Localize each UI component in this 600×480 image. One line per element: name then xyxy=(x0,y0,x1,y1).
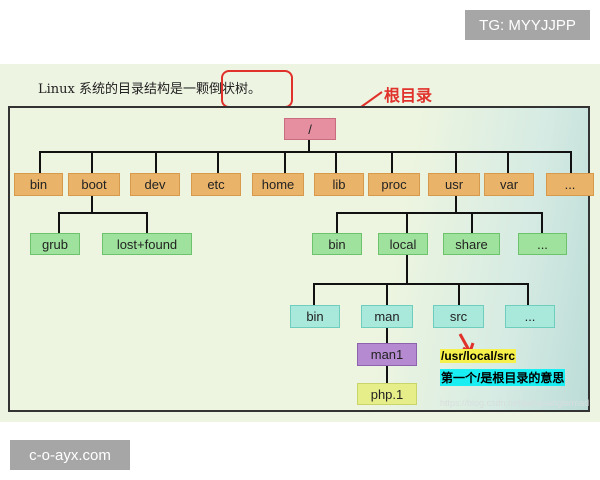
path-note: 第一个/是根目录的意思 xyxy=(440,369,566,386)
node-src: src xyxy=(433,305,484,328)
node-man1: man1 xyxy=(357,343,417,366)
node-lost-found: lost+found xyxy=(102,233,192,255)
node-grub: grub xyxy=(30,233,80,255)
node-usr: usr xyxy=(428,173,480,196)
node-etc: etc xyxy=(191,173,241,196)
node-php1: php.1 xyxy=(357,383,417,405)
node-proc: proc xyxy=(368,173,420,196)
bottom-watermark-badge: c-o-ayx.com xyxy=(10,440,130,470)
node-local-more: ... xyxy=(505,305,555,328)
root-annotation: 根目录 xyxy=(384,88,433,105)
node-usr-more: ... xyxy=(518,233,567,255)
node-lib: lib xyxy=(314,173,364,196)
node-local-bin: bin xyxy=(290,305,340,328)
top-watermark-badge: TG: MYYJJPP xyxy=(465,10,590,40)
node-share: share xyxy=(443,233,500,255)
image-watermark: https://blog.csdn.net/jiahaoangle/mad xyxy=(440,398,590,408)
node-bin: bin xyxy=(14,173,63,196)
root-node: / xyxy=(284,118,336,140)
node-home: home xyxy=(252,173,304,196)
node-boot: boot xyxy=(68,173,120,196)
node-usr-bin: bin xyxy=(312,233,362,255)
path-label: /usr/local/src xyxy=(440,349,517,363)
node-man: man xyxy=(361,305,413,328)
node-dev: dev xyxy=(130,173,180,196)
node-local: local xyxy=(378,233,428,255)
node-more: ... xyxy=(546,173,594,196)
slide-title: Linux 系统的目录结构是一颗倒状树。 xyxy=(38,82,261,97)
node-var: var xyxy=(484,173,534,196)
